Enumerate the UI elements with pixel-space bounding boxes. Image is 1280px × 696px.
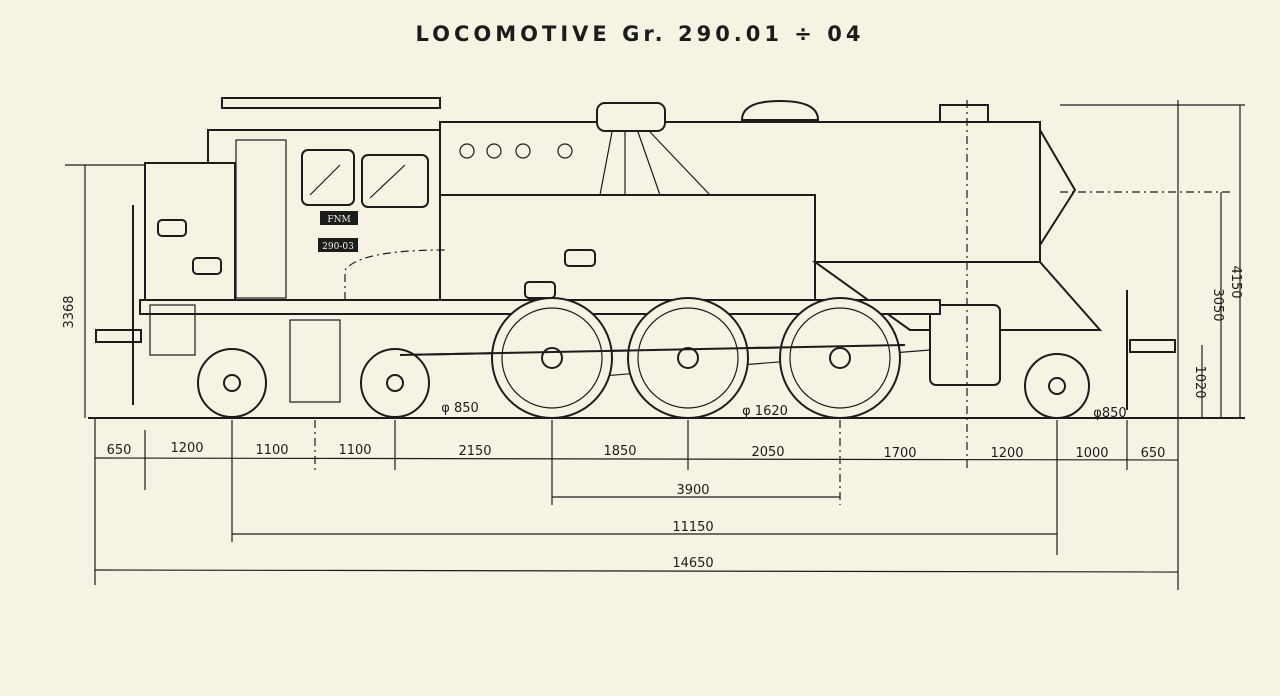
driving-wheel-diameter: φ 1620	[742, 404, 788, 419]
max-height-label: 4150	[1228, 265, 1243, 298]
dim-label: 1100	[255, 443, 288, 458]
dimension-chain	[94, 100, 1179, 590]
boiler-axis-height-label: 3050	[1210, 288, 1225, 321]
dim-label: 2050	[751, 445, 784, 460]
dim-label: 2150	[458, 444, 491, 459]
dim-label: 1850	[603, 444, 636, 459]
length-over-buffers-label: 14650	[672, 556, 713, 571]
cab-door	[235, 139, 287, 299]
trailing-wheel	[1024, 353, 1090, 419]
cab-window	[301, 149, 355, 206]
rear-buffer	[95, 329, 142, 343]
dim-label: 1000	[1075, 446, 1108, 461]
cab-window	[361, 154, 429, 208]
cylinder	[929, 304, 1001, 386]
drawing-title: LOCOMOTIVE Gr. 290.01 ÷ 04	[415, 22, 865, 46]
driving-wheel	[627, 297, 749, 419]
dim-label: 1700	[883, 446, 916, 461]
driving-wheel	[779, 297, 901, 419]
carrying-wheel	[197, 348, 267, 418]
driving-wheel	[491, 297, 613, 419]
bunker	[144, 162, 236, 301]
dim-label: 650	[1141, 446, 1166, 461]
bunker-window	[192, 257, 222, 275]
coupled-wheelbase-label: 3900	[676, 483, 709, 498]
owner-plate	[320, 211, 358, 225]
trailing-wheel-diameter: φ850	[1093, 406, 1126, 421]
side-tank	[439, 194, 816, 301]
number-plate	[318, 238, 358, 252]
locomotive-body	[95, 97, 1176, 410]
cab-roof	[221, 97, 441, 109]
front-buffer	[1129, 339, 1176, 353]
number-plate-text: 290-03	[322, 242, 354, 252]
dim-label: 650	[107, 443, 132, 458]
smokebox-door	[1039, 129, 1077, 246]
chimney	[939, 104, 989, 123]
bunker-window	[157, 219, 187, 237]
carrying-wheel	[360, 348, 430, 418]
dim-label: 1200	[990, 446, 1023, 461]
sand-dome	[596, 102, 666, 132]
cab-height-label: 3368	[62, 295, 77, 328]
dim-label: 1200	[170, 441, 203, 456]
total-wheelbase-label: 11150	[672, 520, 713, 535]
dim-label: 1100	[338, 443, 371, 458]
buffer-height-label: 1020	[1192, 365, 1207, 398]
steam-dome	[740, 99, 820, 121]
carrying-wheel-diameter: φ 850	[441, 401, 479, 416]
owner-plate-text: FNM	[327, 215, 350, 225]
wheels	[197, 297, 1090, 419]
bogie-frame	[289, 319, 341, 403]
vertical-dimensions	[65, 104, 1245, 418]
